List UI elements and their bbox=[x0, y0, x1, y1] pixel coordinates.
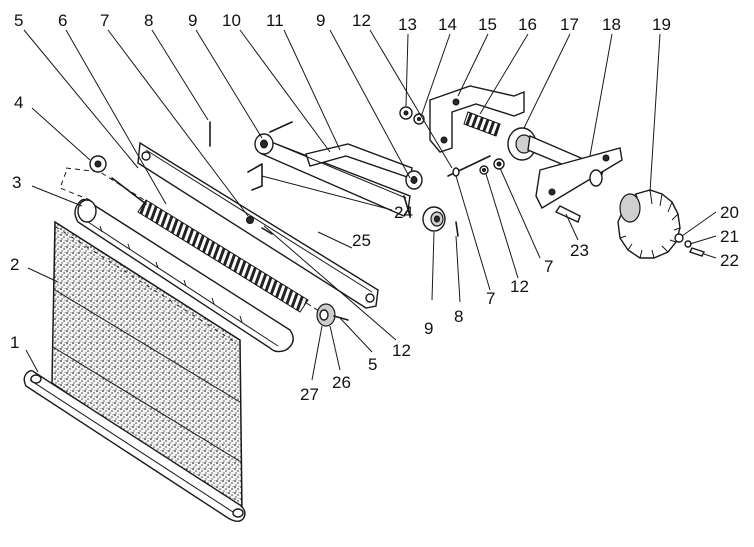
label-7c: 7 bbox=[544, 257, 553, 276]
small-pin-a bbox=[261, 227, 273, 235]
roller-tube bbox=[74, 198, 294, 353]
label-18: 18 bbox=[602, 15, 621, 34]
nut-12 bbox=[479, 165, 489, 175]
label-14: 14 bbox=[438, 15, 457, 34]
label-5b: 5 bbox=[368, 355, 377, 374]
label-10: 10 bbox=[222, 11, 241, 30]
label-4: 4 bbox=[14, 93, 23, 112]
label-26: 26 bbox=[332, 373, 351, 392]
leader-lines bbox=[23, 29, 717, 381]
label-23: 23 bbox=[570, 241, 589, 260]
bracket-tab bbox=[247, 163, 263, 191]
label-8b: 8 bbox=[454, 307, 463, 326]
pulley-lower bbox=[422, 206, 446, 232]
screw-22 bbox=[689, 247, 705, 257]
label-22: 22 bbox=[720, 251, 739, 270]
label-9b: 9 bbox=[316, 11, 325, 30]
torsion-spring bbox=[463, 111, 501, 137]
label-19: 19 bbox=[652, 15, 671, 34]
label-12a: 12 bbox=[352, 11, 371, 30]
label-17: 17 bbox=[560, 15, 579, 34]
label-6: 6 bbox=[58, 11, 67, 30]
bottom-weight-bar bbox=[23, 370, 246, 522]
label-1: 1 bbox=[10, 333, 19, 352]
label-9a: 9 bbox=[188, 11, 197, 30]
label-27: 27 bbox=[300, 385, 319, 404]
label-24: 24 bbox=[394, 203, 413, 222]
label-5a: 5 bbox=[14, 11, 23, 30]
washer-20 bbox=[674, 233, 684, 243]
label-15: 15 bbox=[478, 15, 497, 34]
part-labels: 1 2 3 4 5 5 6 7 7 7 8 8 9 9 9 10 11 12 1… bbox=[10, 11, 739, 404]
label-21: 21 bbox=[720, 227, 739, 246]
label-12c: 12 bbox=[392, 341, 411, 360]
drive-shaft bbox=[507, 127, 623, 209]
label-8a: 8 bbox=[144, 11, 153, 30]
nut-13-hole bbox=[403, 110, 409, 116]
assembly-line-a bbox=[65, 167, 331, 319]
bracket-arm bbox=[137, 141, 379, 309]
label-20: 20 bbox=[720, 203, 739, 222]
label-9c: 9 bbox=[424, 319, 433, 338]
label-11: 11 bbox=[266, 11, 284, 30]
u-bracket bbox=[429, 85, 525, 153]
label-25: 25 bbox=[352, 231, 371, 250]
small-nut-a bbox=[246, 216, 254, 224]
label-3: 3 bbox=[12, 173, 21, 192]
label-13: 13 bbox=[398, 15, 417, 34]
nut-7 bbox=[493, 158, 505, 170]
assembly-line-b bbox=[59, 171, 91, 201]
roller-end-cap bbox=[316, 303, 349, 327]
washer bbox=[89, 155, 107, 173]
spring-coil bbox=[111, 177, 309, 313]
washer-14-hole bbox=[417, 117, 421, 121]
label-2: 2 bbox=[10, 255, 19, 274]
screw-23 bbox=[554, 205, 581, 223]
label-12b: 12 bbox=[510, 277, 529, 296]
split-pin bbox=[455, 221, 459, 237]
curtain-fabric bbox=[51, 220, 243, 514]
label-7a: 7 bbox=[100, 11, 109, 30]
link-rod-end bbox=[452, 167, 460, 177]
upper-lever-assembly bbox=[254, 121, 423, 217]
adjust-knob bbox=[617, 189, 681, 259]
label-16: 16 bbox=[518, 15, 537, 34]
label-7b: 7 bbox=[486, 289, 495, 308]
